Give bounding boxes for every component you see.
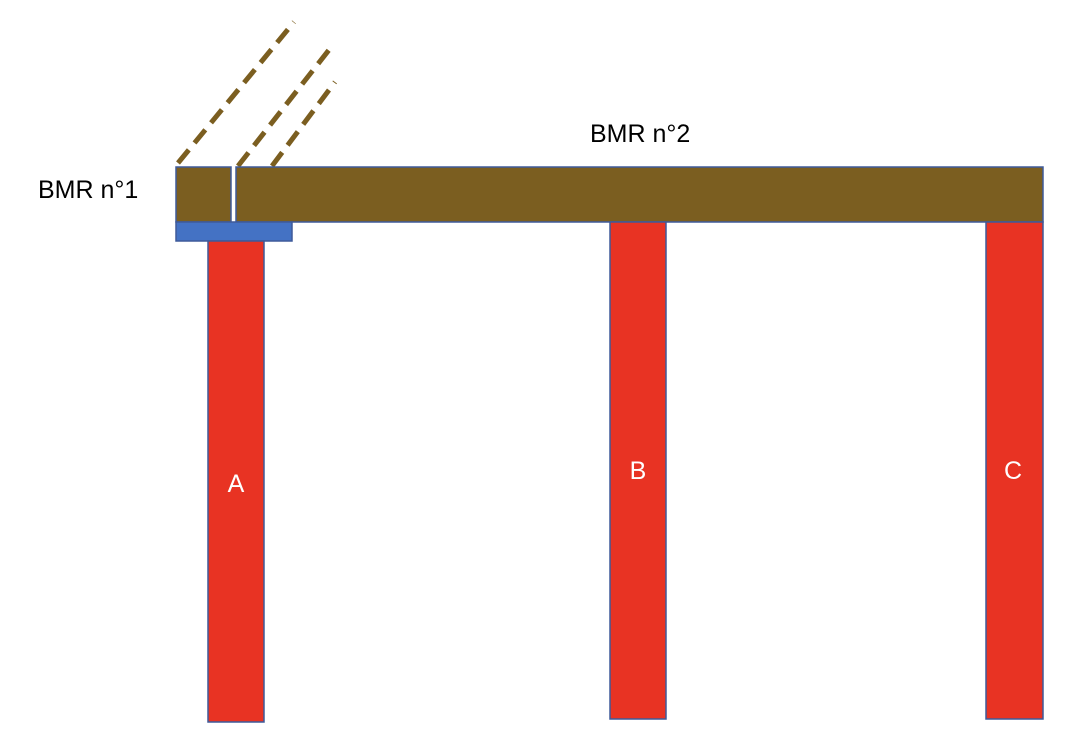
dashed-line-3 <box>270 80 337 168</box>
label-column-a: A <box>228 470 245 498</box>
label-column-b: B <box>630 457 647 485</box>
column-b <box>609 221 667 720</box>
label-bmr-1: BMR n°1 <box>38 176 138 204</box>
beam-bmr-1 <box>175 166 232 223</box>
dashed-line-2 <box>236 44 334 168</box>
inclined-dashed-lines <box>176 20 337 168</box>
label-column-c: C <box>1004 457 1022 485</box>
support-plate <box>175 221 293 242</box>
beam-bmr-2 <box>235 166 1044 223</box>
label-bmr-2: BMR n°2 <box>590 120 690 148</box>
column-a <box>207 240 265 723</box>
column-c <box>985 221 1044 720</box>
dashed-line-1 <box>176 20 296 165</box>
